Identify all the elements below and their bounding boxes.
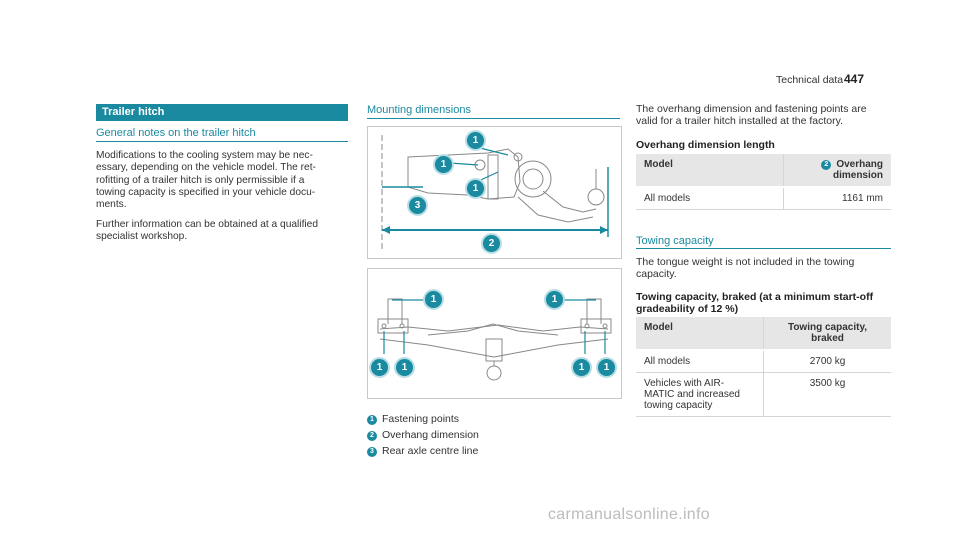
page-number: 447: [844, 72, 865, 86]
heading-rule: [636, 248, 891, 249]
overhang-table-wrap: Model 2 Overhang dimension All models 116…: [636, 154, 891, 210]
heading-mounting-dimensions: Mounting dimensions: [367, 104, 471, 116]
text-line: Vehicles with AIR-: [644, 378, 725, 389]
callout-fastening-point: 1: [544, 289, 565, 310]
col-header-model: Model: [636, 154, 784, 188]
callout-fastening-point: 1: [596, 357, 617, 378]
heading-overhang-length: Overhang dimension length: [636, 139, 775, 151]
legend-label: Overhang dimension: [382, 429, 479, 441]
col-header-overhang: 2 Overhang dimension: [783, 154, 891, 188]
header-text: Overhang: [836, 159, 883, 170]
braked-table-wrap: Model Towing capacity, braked All models…: [636, 317, 891, 417]
subheading-rule: [96, 141, 348, 142]
text-line: ments.: [96, 199, 127, 211]
overhang-badge: 2: [821, 160, 832, 170]
overhang-table: Model 2 Overhang dimension All models 116…: [636, 154, 891, 210]
running-header-section: Technical data: [776, 74, 844, 86]
callout-fastening-point: 1: [394, 357, 415, 378]
cell-value: 3500 kg: [763, 372, 891, 417]
text-line: specialist workshop.: [96, 231, 188, 243]
callout-overhang: 2: [481, 233, 502, 254]
cell-model: All models: [636, 187, 784, 210]
callout-fastening-point: 1: [433, 154, 454, 175]
section-banner: Trailer hitch: [96, 104, 348, 121]
callout-fastening-point: 1: [571, 357, 592, 378]
cell-value: 2700 kg: [763, 350, 891, 373]
paragraph-further-info: Further information can be obtained at a…: [96, 219, 352, 244]
header-text: dimension: [832, 170, 883, 181]
braked-table: Model Towing capacity, braked All models…: [636, 317, 891, 417]
text-line: essary, depending on the vehicle model. …: [96, 162, 316, 174]
table-header-row: Model 2 Overhang dimension: [636, 154, 891, 188]
table-row: All models 1161 mm: [636, 187, 891, 210]
legend-item-overhang: 2 Overhang dimension: [367, 427, 479, 443]
text-line: The overhang dimension and fastening poi…: [636, 103, 867, 115]
legend-item-fastening-points: 1 Fastening points: [367, 411, 479, 427]
heading-rule: [367, 118, 620, 119]
text-line: Towing capacity, braked (at a minimum st…: [636, 291, 874, 303]
text-line: gradeability of 12 %): [636, 303, 739, 315]
callout-fastening-point: 1: [369, 357, 390, 378]
text-line: towing capacity is specified in your veh…: [96, 186, 316, 198]
paragraph-overhang-intro: The overhang dimension and fastening poi…: [636, 103, 892, 128]
rear-view-drawing: [377, 298, 612, 381]
col-header-towing: Towing capacity, braked: [763, 317, 891, 351]
col-header-model: Model: [636, 317, 764, 351]
table-header-row: Model Towing capacity, braked: [636, 317, 891, 351]
legend-badge: 2: [367, 431, 377, 441]
cell-value: 1161 mm: [783, 187, 891, 210]
legend-label: Rear axle centre line: [382, 445, 479, 457]
figure-rear-view: 1 1 1 1 1 1: [367, 268, 622, 399]
cell-model: All models: [636, 350, 764, 373]
cell-model: Vehicles with AIR- MATIC and increased t…: [636, 372, 764, 417]
callout-rear-axle: 3: [407, 195, 428, 216]
header-text: Towing capacity,: [787, 322, 868, 333]
callout-fastening-point: 1: [465, 178, 486, 199]
legend-label: Fastening points: [382, 413, 460, 425]
heading-towing-braked: Towing capacity, braked (at a minimum st…: [636, 291, 873, 315]
text-line: The tongue weight is not included in the…: [636, 256, 855, 268]
legend-badge: 3: [367, 447, 377, 457]
text-line: Modifications to the cooling system may …: [96, 150, 313, 161]
legend-item-rear-axle: 3 Rear axle centre line: [367, 443, 479, 459]
figure-side-view: 1 1 1 3 2: [367, 126, 622, 259]
subheading-general-notes: General notes on the trailer hitch: [96, 127, 256, 139]
watermark: carmanualsonline.info: [548, 506, 710, 523]
header-text: braked: [811, 333, 844, 344]
text-line: towing capacity: [644, 400, 713, 411]
callout-fastening-point: 1: [423, 289, 444, 310]
table-row: Vehicles with AIR- MATIC and increased t…: [636, 372, 891, 417]
text-line: Further information can be obtained at a…: [96, 219, 319, 230]
text-line: MATIC and increased: [644, 389, 740, 400]
paragraph-tongue-weight: The tongue weight is not included in the…: [636, 256, 892, 281]
legend-badge: 1: [367, 415, 377, 425]
heading-towing-capacity: Towing capacity: [636, 235, 714, 247]
text-line: capacity.: [636, 268, 677, 281]
table-row: All models 2700 kg: [636, 350, 891, 373]
callout-fastening-point: 1: [465, 130, 486, 151]
paragraph-modifications: Modifications to the cooling system may …: [96, 150, 352, 211]
side-view-drawing: [381, 135, 609, 252]
text-line: valid for a trailer hitch installed at t…: [636, 115, 843, 128]
text-line: rofitting of a trailer hitch is only per…: [96, 174, 305, 186]
